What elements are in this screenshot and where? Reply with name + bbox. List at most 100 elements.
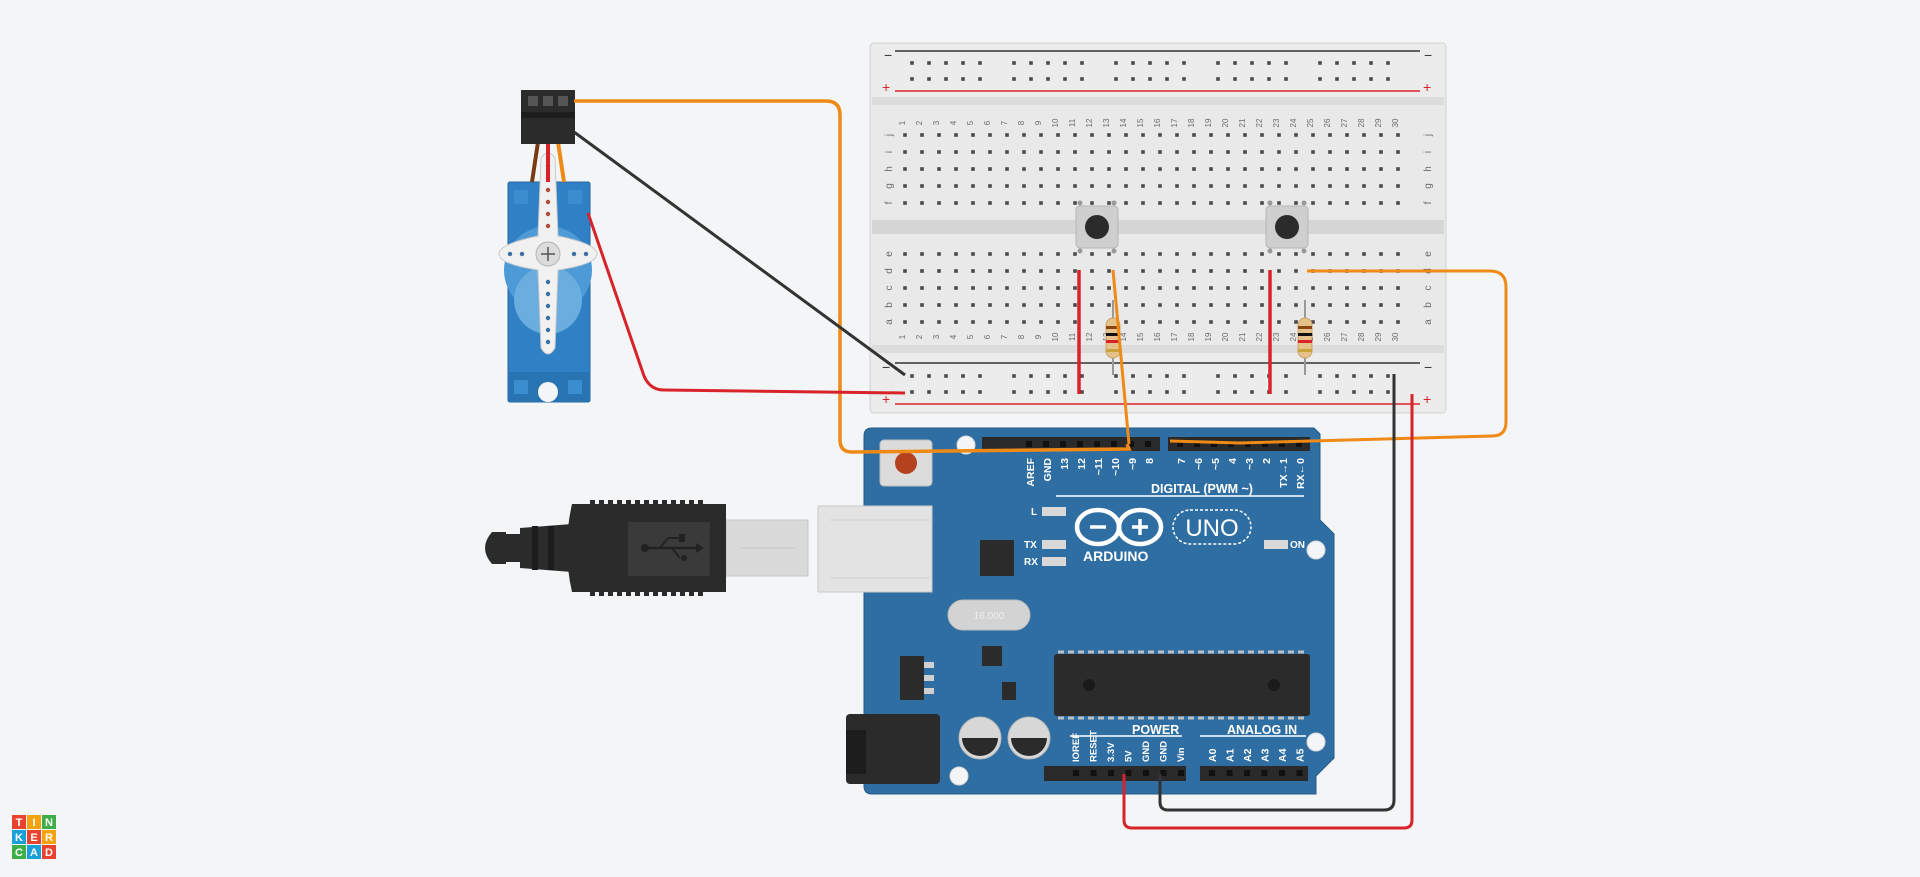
rail-hole[interactable]: [1165, 374, 1169, 378]
breadboard-hole[interactable]: [1243, 269, 1247, 273]
header-socket[interactable]: [1094, 441, 1100, 447]
breadboard-hole[interactable]: [1192, 252, 1196, 256]
rail-hole[interactable]: [978, 61, 982, 65]
breadboard-hole[interactable]: [1328, 252, 1332, 256]
breadboard-hole[interactable]: [1226, 286, 1230, 290]
header-socket[interactable]: [1090, 770, 1097, 776]
breadboard-hole[interactable]: [1362, 167, 1366, 171]
pushbutton-cap[interactable]: [1085, 215, 1109, 239]
breadboard-hole[interactable]: [1056, 252, 1060, 256]
breadboard-hole[interactable]: [937, 320, 941, 324]
breadboard-hole[interactable]: [1022, 133, 1026, 137]
rail-hole[interactable]: [961, 374, 965, 378]
breadboard-hole[interactable]: [1243, 286, 1247, 290]
breadboard-hole[interactable]: [1056, 201, 1060, 205]
breadboard-hole[interactable]: [1328, 184, 1332, 188]
breadboard-hole[interactable]: [1192, 184, 1196, 188]
breadboard-hole[interactable]: [1260, 286, 1264, 290]
rail-hole[interactable]: [1148, 61, 1152, 65]
header-socket[interactable]: [1125, 770, 1132, 776]
breadboard-hole[interactable]: [1073, 320, 1077, 324]
rail-hole[interactable]: [1216, 390, 1220, 394]
rail-hole[interactable]: [1080, 77, 1084, 81]
rail-hole[interactable]: [1318, 61, 1322, 65]
breadboard-hole[interactable]: [1328, 150, 1332, 154]
breadboard-hole[interactable]: [920, 201, 924, 205]
orange-signal-wire-servo-to-pin9[interactable]: [574, 99, 1132, 454]
breadboard-hole[interactable]: [1039, 167, 1043, 171]
rail-hole[interactable]: [1318, 374, 1322, 378]
header-socket[interactable]: [1226, 770, 1233, 776]
header-socket[interactable]: [1178, 770, 1184, 776]
breadboard-hole[interactable]: [1277, 269, 1281, 273]
breadboard-hole[interactable]: [1260, 167, 1264, 171]
breadboard-hole[interactable]: [1226, 252, 1230, 256]
rail-hole[interactable]: [1182, 390, 1186, 394]
rail-hole[interactable]: [1063, 374, 1067, 378]
breadboard-hole[interactable]: [988, 167, 992, 171]
header-socket[interactable]: [1262, 441, 1268, 447]
rail-hole[interactable]: [1250, 374, 1254, 378]
breadboard-hole[interactable]: [1328, 303, 1332, 307]
rail-hole[interactable]: [1352, 374, 1356, 378]
breadboard-hole[interactable]: [1005, 303, 1009, 307]
rail-hole[interactable]: [1352, 61, 1356, 65]
header-socket[interactable]: [1108, 770, 1114, 776]
breadboard-hole[interactable]: [1209, 201, 1213, 205]
rail-hole[interactable]: [1029, 61, 1033, 65]
breadboard-hole[interactable]: [1022, 167, 1026, 171]
breadboard-hole[interactable]: [1311, 303, 1315, 307]
breadboard-hole[interactable]: [903, 167, 907, 171]
usb-cable[interactable]: [485, 500, 809, 596]
orange-wire-button2-to-digital[interactable]: [1169, 269, 1508, 445]
breadboard-hole[interactable]: [1090, 269, 1094, 273]
breadboard-hole[interactable]: [1175, 286, 1179, 290]
rail-hole[interactable]: [944, 61, 948, 65]
breadboard-hole[interactable]: [1039, 133, 1043, 137]
breadboard-hole[interactable]: [1073, 252, 1077, 256]
rail-hole[interactable]: [1216, 374, 1220, 378]
breadboard-hole[interactable]: [1158, 252, 1162, 256]
breadboard-hole[interactable]: [988, 150, 992, 154]
breadboard-hole[interactable]: [1039, 150, 1043, 154]
breadboard-hole[interactable]: [1362, 286, 1366, 290]
black-wire-gnd-to-rail[interactable]: [1158, 374, 1396, 812]
breadboard-hole[interactable]: [988, 320, 992, 324]
breadboard-hole[interactable]: [954, 150, 958, 154]
breadboard-hole[interactable]: [1379, 286, 1383, 290]
breadboard-hole[interactable]: [1175, 320, 1179, 324]
breadboard-hole[interactable]: [1005, 269, 1009, 273]
breadboard-hole[interactable]: [1056, 167, 1060, 171]
breadboard-hole[interactable]: [1073, 201, 1077, 205]
rail-hole[interactable]: [1046, 61, 1050, 65]
rail-hole[interactable]: [1131, 61, 1135, 65]
breadboard-hole[interactable]: [1005, 320, 1009, 324]
breadboard-hole[interactable]: [971, 286, 975, 290]
breadboard-hole[interactable]: [1328, 201, 1332, 205]
breadboard-hole[interactable]: [1345, 201, 1349, 205]
breadboard-hole[interactable]: [1260, 269, 1264, 273]
breadboard-hole[interactable]: [1277, 303, 1281, 307]
breadboard-hole[interactable]: [954, 286, 958, 290]
breadboard-hole[interactable]: [1396, 303, 1400, 307]
rail-hole[interactable]: [1233, 61, 1237, 65]
breadboard-hole[interactable]: [1175, 201, 1179, 205]
rail-hole[interactable]: [910, 390, 914, 394]
rail-hole[interactable]: [961, 77, 965, 81]
rail-hole[interactable]: [944, 374, 948, 378]
rail-hole[interactable]: [1386, 61, 1390, 65]
pushbutton-cap[interactable]: [1275, 215, 1299, 239]
breadboard-hole[interactable]: [1294, 201, 1298, 205]
breadboard-hole[interactable]: [1209, 303, 1213, 307]
breadboard-hole[interactable]: [1039, 303, 1043, 307]
breadboard-hole[interactable]: [1141, 303, 1145, 307]
breadboard-hole[interactable]: [1294, 184, 1298, 188]
rail-hole[interactable]: [1267, 77, 1271, 81]
breadboard-hole[interactable]: [1039, 201, 1043, 205]
rail-hole[interactable]: [1318, 390, 1322, 394]
breadboard-hole[interactable]: [1158, 201, 1162, 205]
breadboard-hole[interactable]: [1056, 184, 1060, 188]
breadboard-hole[interactable]: [1124, 184, 1128, 188]
breadboard-hole[interactable]: [988, 286, 992, 290]
